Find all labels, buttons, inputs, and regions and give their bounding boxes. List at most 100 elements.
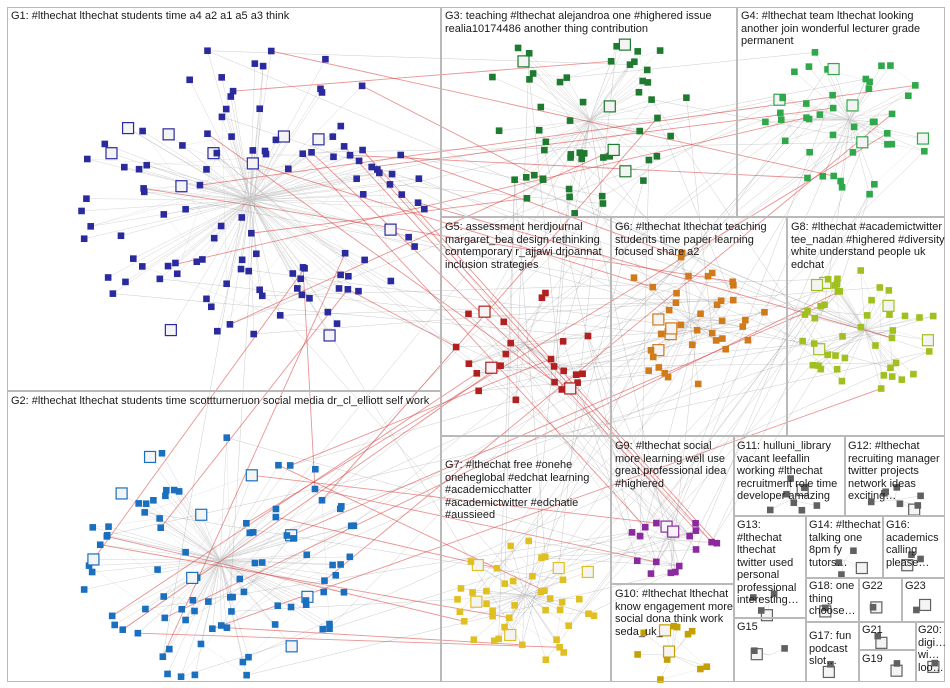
graph-node <box>467 558 475 565</box>
edge-intra <box>251 139 277 234</box>
graph-node <box>324 308 332 316</box>
graph-node <box>483 600 490 608</box>
edge-inter <box>553 366 697 550</box>
graph-node <box>541 146 548 154</box>
edge-inter <box>240 268 815 344</box>
edge-intra <box>688 276 691 321</box>
graph-node <box>475 387 482 395</box>
graph-node <box>579 370 586 378</box>
edge-highlight <box>302 267 316 490</box>
edge-intra <box>138 168 251 201</box>
graph-node <box>652 313 665 326</box>
graph-node <box>889 327 897 334</box>
graph-node <box>887 62 894 69</box>
graph-node <box>827 62 840 76</box>
edge-intra <box>509 579 564 618</box>
graph-node <box>888 110 896 118</box>
edge-intra <box>230 96 251 201</box>
edge-inter <box>472 69 828 593</box>
edge-intra <box>524 344 552 360</box>
graph-node <box>507 339 514 347</box>
graph-node <box>652 558 660 566</box>
edge-intra <box>849 119 888 134</box>
graph-node <box>790 499 798 506</box>
graph-node <box>916 132 930 145</box>
graph-node <box>250 330 258 338</box>
graph-node <box>238 256 246 264</box>
graph-node <box>346 151 354 159</box>
edge-intra <box>167 559 221 675</box>
graph-node <box>567 151 575 158</box>
edge-intra <box>589 44 626 121</box>
graph-node <box>156 515 163 522</box>
graph-node <box>717 297 725 305</box>
graph-node <box>576 595 583 603</box>
edge-intra <box>84 199 251 239</box>
edge-intra <box>689 319 713 334</box>
edge-inter <box>544 150 633 533</box>
edge-intra <box>633 277 717 341</box>
graph-node <box>777 116 785 123</box>
graph-node <box>160 211 168 218</box>
edge-intra <box>219 525 352 561</box>
edge-inter <box>570 154 843 382</box>
graph-node <box>607 143 620 157</box>
edge-intra <box>219 559 307 605</box>
graph-node <box>226 321 234 328</box>
graph-node <box>739 323 747 330</box>
graph-node <box>656 47 664 54</box>
edge-intra <box>219 508 341 561</box>
edge-intra <box>589 69 648 121</box>
graph-node <box>457 585 465 592</box>
edge-intra <box>806 103 851 121</box>
graph-node <box>633 557 641 565</box>
edge-intra <box>524 335 589 346</box>
group-box-g2 <box>7 391 441 682</box>
graph-node <box>512 396 520 404</box>
graph-node <box>563 74 571 81</box>
graph-node <box>154 566 161 573</box>
graph-node <box>193 258 201 266</box>
edge-intra <box>219 506 342 561</box>
edge-intra <box>648 135 671 161</box>
graph-node <box>770 590 778 598</box>
edge-inter <box>650 184 875 574</box>
graph-node <box>750 594 757 601</box>
edge-intra <box>229 276 349 325</box>
graph-node <box>819 172 827 180</box>
graph-node <box>645 156 653 164</box>
graph-node <box>760 609 774 622</box>
graph-node <box>539 176 547 183</box>
graph-node <box>421 205 428 213</box>
edge-intra <box>890 65 916 86</box>
edge-intra <box>137 559 221 634</box>
graph-node <box>267 47 275 55</box>
graph-node <box>857 323 865 331</box>
edge-intra <box>180 559 221 677</box>
graph-node <box>558 386 566 393</box>
graph-node <box>101 140 109 148</box>
graph-node <box>495 635 502 643</box>
graph-node <box>685 272 692 280</box>
graph-node <box>634 48 642 55</box>
graph-node <box>261 147 269 155</box>
edge-inter <box>185 78 866 210</box>
group-box-g9 <box>611 436 734 584</box>
graph-node <box>330 153 337 161</box>
graph-node <box>303 551 311 559</box>
edge-highlight <box>400 154 682 258</box>
graph-node <box>318 89 326 96</box>
edge-intra <box>526 119 591 178</box>
edge-intra <box>676 293 691 321</box>
edge-highlight <box>324 113 893 581</box>
graph-node <box>628 529 636 536</box>
graph-node <box>683 94 690 101</box>
edge-inter <box>226 152 810 628</box>
graph-node <box>470 636 478 643</box>
graph-node <box>397 151 405 159</box>
graph-node <box>565 622 573 629</box>
edge-inter <box>246 572 671 676</box>
graph-node <box>143 161 151 169</box>
graph-node <box>684 630 692 638</box>
graph-node <box>645 367 652 374</box>
